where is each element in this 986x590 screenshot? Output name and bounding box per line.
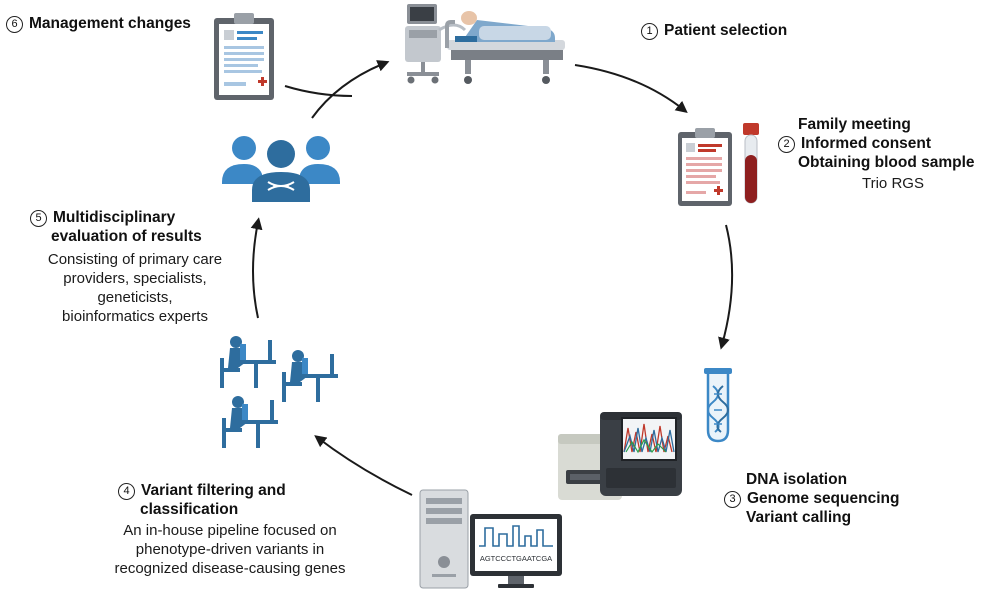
step3-line-2: Genome sequencing [747, 490, 900, 507]
step3-line-3: Variant calling [746, 509, 852, 526]
step2-line-3: Obtaining blood sample [798, 154, 975, 171]
arrow-1-to-2 [574, 64, 688, 113]
sequencer-icon [558, 412, 682, 500]
arrow-3-to-4 [314, 435, 413, 496]
step4-body-1: An in-house pipeline focused on [123, 522, 337, 539]
dna-tube-icon [704, 368, 732, 443]
step1-number: 1 [641, 23, 658, 40]
analysts-icon [220, 336, 338, 448]
step2-subtitle: Trio RGS [862, 175, 924, 192]
arrow-4-to-5 [250, 217, 263, 319]
arrow-6-to-1 [284, 85, 353, 97]
step4-body: An in-house pipeline focused on phenotyp… [90, 521, 370, 578]
step5-line-1: Multidisciplinary [53, 209, 176, 226]
step4-number: 4 [118, 483, 135, 500]
monitor-sequence-text: AGTCCCTGAATCGA [480, 554, 552, 563]
step2-line-1: Family meeting [798, 116, 911, 133]
step4-line-1: Variant filtering and [141, 482, 286, 499]
step2-number: 2 [778, 136, 795, 153]
step1-title: Patient selection [664, 22, 788, 39]
step3-number: 3 [724, 491, 741, 508]
step1-label: 1 Patient selection [641, 21, 787, 40]
step5-label: 5 Multidisciplinary evaluation of results [30, 208, 202, 246]
consent-form-icon [678, 128, 732, 206]
step3-line-1: DNA isolation [746, 471, 848, 488]
step2-line-2: Informed consent [801, 135, 932, 152]
step4-body-3: recognized disease-causing genes [114, 560, 346, 577]
step3-label: DNA isolation 3 Genome sequencing Variant… [724, 470, 899, 527]
hospital-bed-icon [405, 4, 565, 84]
team-icon [222, 136, 340, 202]
step2-label: Family meeting 2 Informed consent Obtaini… [778, 115, 975, 193]
computer-icon: AGTCCCTGAATCGA [419, 489, 562, 589]
step5-body-4: bioinformatics experts [62, 308, 208, 325]
arrow-2-to-3 [718, 224, 734, 350]
step4-label: 4 Variant filtering and classification [118, 481, 286, 519]
clipboard-icon [214, 13, 274, 100]
step4-body-2: phenotype-driven variants in [135, 541, 325, 558]
step4-line-2: classification [140, 501, 239, 518]
step5-body-3: geneticists, [97, 289, 173, 306]
step6-title: Management changes [29, 15, 191, 32]
step6-number: 6 [6, 16, 23, 33]
step6-label: 6 Management changes [6, 14, 191, 33]
step5-body-2: providers, specialists, [63, 270, 207, 287]
step5-number: 5 [30, 210, 47, 227]
step5-body: Consisting of primary care providers, sp… [30, 250, 240, 326]
arrow-5-to-6 [311, 60, 390, 119]
step5-line-2: evaluation of results [51, 228, 202, 245]
step5-body-1: Consisting of primary care [47, 251, 223, 268]
blood-tube-icon [743, 123, 759, 204]
